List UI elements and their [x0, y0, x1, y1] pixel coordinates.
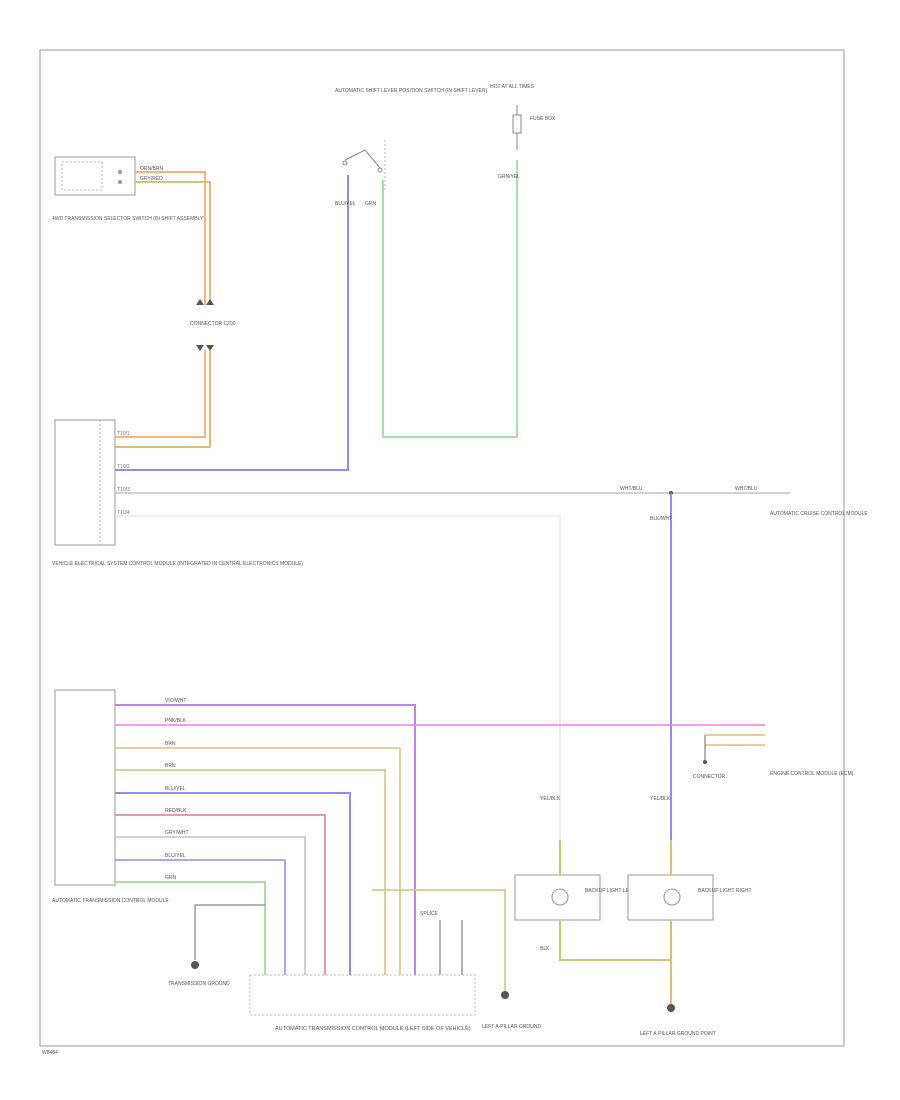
- pin-label-2: T10/2: [117, 464, 130, 470]
- wire-orange-mid: [115, 350, 206, 438]
- wire-label-blu: BLU/YEL: [335, 201, 356, 207]
- pin-label-1: T10/1: [117, 431, 130, 437]
- ground-mid-icon: [501, 991, 509, 999]
- fuse-element: [512, 105, 522, 150]
- wire-label-vio: VIO/WHT: [165, 698, 186, 704]
- gateway-module: [54, 419, 116, 546]
- wire-gray-thin: [115, 515, 561, 840]
- wire-tan-top: [135, 181, 211, 305]
- engine-module-label: ENGINE CONTROL MODULE (ECM): [770, 771, 854, 777]
- diagram-frame: [39, 49, 845, 1047]
- pin-label-3: T10/3: [117, 487, 130, 493]
- connector-right-label: CONNECTOR: [693, 774, 726, 780]
- wire-label-pnk: PNK/BLK: [165, 718, 187, 724]
- selector-switch-module: [54, 156, 136, 196]
- selector-switch-label: 4WD TRANSMISSION SELECTOR SWITCH (IN SHI…: [52, 216, 205, 222]
- wire-tan-2: [115, 769, 386, 975]
- cruise-module-label: AUTOMATIC CRUISE CONTROL MODULE: [770, 511, 868, 517]
- ground-left-label: TRANSMISSION GROUND: [168, 981, 230, 987]
- wire-label-ylw: YEL/BLK: [540, 796, 561, 802]
- shift-lever-switch: [342, 140, 386, 190]
- wire-tan-3: [372, 889, 506, 995]
- wire-label-blu-2: BLU/YEL: [165, 786, 186, 792]
- wire-blue-2: [115, 792, 351, 975]
- gateway-module-label: VEHICLE ELECTRICAL SYSTEM CONTROL MODULE…: [52, 561, 303, 567]
- ground-mid-label: LEFT A-PILLAR GROUND: [482, 1024, 541, 1030]
- wire-label-wht-right: WHT/BLU: [735, 486, 758, 492]
- wire-label-gry2: GRY/WHT: [165, 830, 189, 836]
- wire-blue-3: [115, 859, 286, 975]
- fuse-hot-label: HOT AT ALL TIMES: [490, 84, 535, 90]
- wire-label-blk-bottom: BLK: [540, 946, 550, 952]
- splice-label: SPLICE: [420, 911, 438, 917]
- wire-green-2: [115, 881, 266, 975]
- backup-light-left: [514, 874, 601, 921]
- backup-light-right: [627, 874, 714, 921]
- backup-light-right-label: BACKUP LIGHT RIGHT: [698, 888, 751, 894]
- ground-right-icon: [667, 1004, 675, 1012]
- wire-label-brn-2: BRN: [165, 763, 176, 769]
- wire-label-grn2: GRN/YEL: [498, 174, 520, 180]
- wire-gray-2: [115, 836, 306, 975]
- wire-red: [115, 814, 326, 975]
- wire-label-blk: BLK/WHT: [650, 516, 672, 522]
- pin-label-4: T10/4: [117, 510, 130, 516]
- wire-green-top: [382, 160, 518, 438]
- wire-relay-bottom: [559, 920, 672, 961]
- wire-label-grn: GRN: [365, 201, 377, 207]
- tcm-module-label: AUTOMATIC TRANSMISSION CONTROL MODULE (L…: [275, 1026, 471, 1032]
- backup-light-left-label: BACKUP LIGHT LEFT: [585, 888, 635, 894]
- diagram-reference: W8484: [42, 1050, 58, 1056]
- wire-blue-top: [115, 175, 349, 471]
- wire-label-ylw-right: YEL/BLK: [650, 796, 671, 802]
- wire-label-wht: WHT/BLU: [620, 486, 643, 492]
- connector-right-dot: [703, 760, 707, 764]
- tcm-connector-label: AUTOMATIC TRANSMISSION CONTROL MODULE: [52, 898, 169, 904]
- fuse-block-label: FUSE BOX: [530, 116, 556, 122]
- wire-label-blu-3: BLU/YEL: [165, 853, 186, 859]
- wire-label-red: RED/BLK: [165, 808, 187, 814]
- tcm-module-box: [249, 974, 476, 1016]
- wire-label-gry: GRY/RED: [140, 176, 163, 182]
- connector-c200-label: CONNECTOR C200: [190, 321, 236, 327]
- wire-label-grn-2: GRN: [165, 875, 177, 881]
- wire-tan-mid: [115, 350, 211, 448]
- wire-tan-1: [115, 747, 401, 975]
- wire-orange-top: [135, 171, 206, 305]
- wire-label-orng: ORN/BRN: [140, 166, 163, 172]
- wire-purple-1: [115, 704, 416, 975]
- wire-ground-left: [194, 904, 265, 960]
- wire-label-brn: BRN: [165, 741, 176, 747]
- tcm-connector-block: [54, 689, 116, 886]
- connector-c200: [196, 299, 214, 351]
- ground-left-icon: [191, 961, 199, 969]
- shift-lever-switch-label: AUTOMATIC SHIFT LEVER POSITION SWITCH (I…: [335, 88, 487, 94]
- ground-right-label: LEFT A-PILLAR GROUND POINT: [640, 1031, 716, 1037]
